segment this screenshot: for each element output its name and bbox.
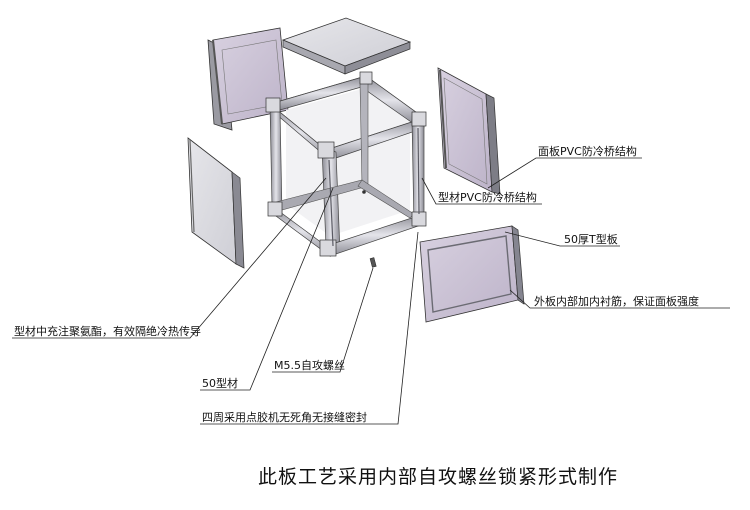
callout-glue-seal: 四周采用点胶机无死角无接缝密封: [202, 411, 367, 424]
callout-m55-screw: M5.5自攻螺丝: [274, 359, 345, 372]
callout-profile-pvc: 型材PVC防冷桥结构: [438, 191, 537, 204]
leader-profile-50: [200, 187, 334, 391]
self-tapping-screw: [369, 257, 377, 268]
frame-cube: [265, 71, 427, 258]
diagram-caption: 此板工艺采用内部自攻螺丝锁紧形式制作: [258, 466, 619, 488]
panel-front-right: [419, 225, 525, 323]
callout-t-panel-50: 50厚T型板: [564, 233, 618, 246]
leader-profile-pvc: [421, 177, 542, 205]
panel-right: [437, 67, 501, 195]
callout-face-panel-pvc: 面板PVC防冷桥结构: [538, 145, 637, 158]
callout-outer-panel-lining: 外板内部加内衬筋，保证面板强度: [534, 295, 699, 308]
leader-m55-screw: [272, 267, 374, 373]
callout-polyurethane-fill: 型材中充注聚氨酯，有效隔绝冷热传导: [14, 325, 201, 338]
panel-top: [281, 17, 412, 75]
leader-face-panel-pvc: [487, 157, 642, 189]
panel-left: [187, 137, 245, 269]
leader-outer-panel: [509, 289, 730, 309]
leader-t-panel: [504, 231, 620, 247]
leader-lines: [12, 157, 730, 425]
leader-polyurethane: [12, 177, 327, 339]
leader-glue-seal: [200, 231, 419, 425]
callout-profile-50: 50型材: [202, 377, 238, 390]
